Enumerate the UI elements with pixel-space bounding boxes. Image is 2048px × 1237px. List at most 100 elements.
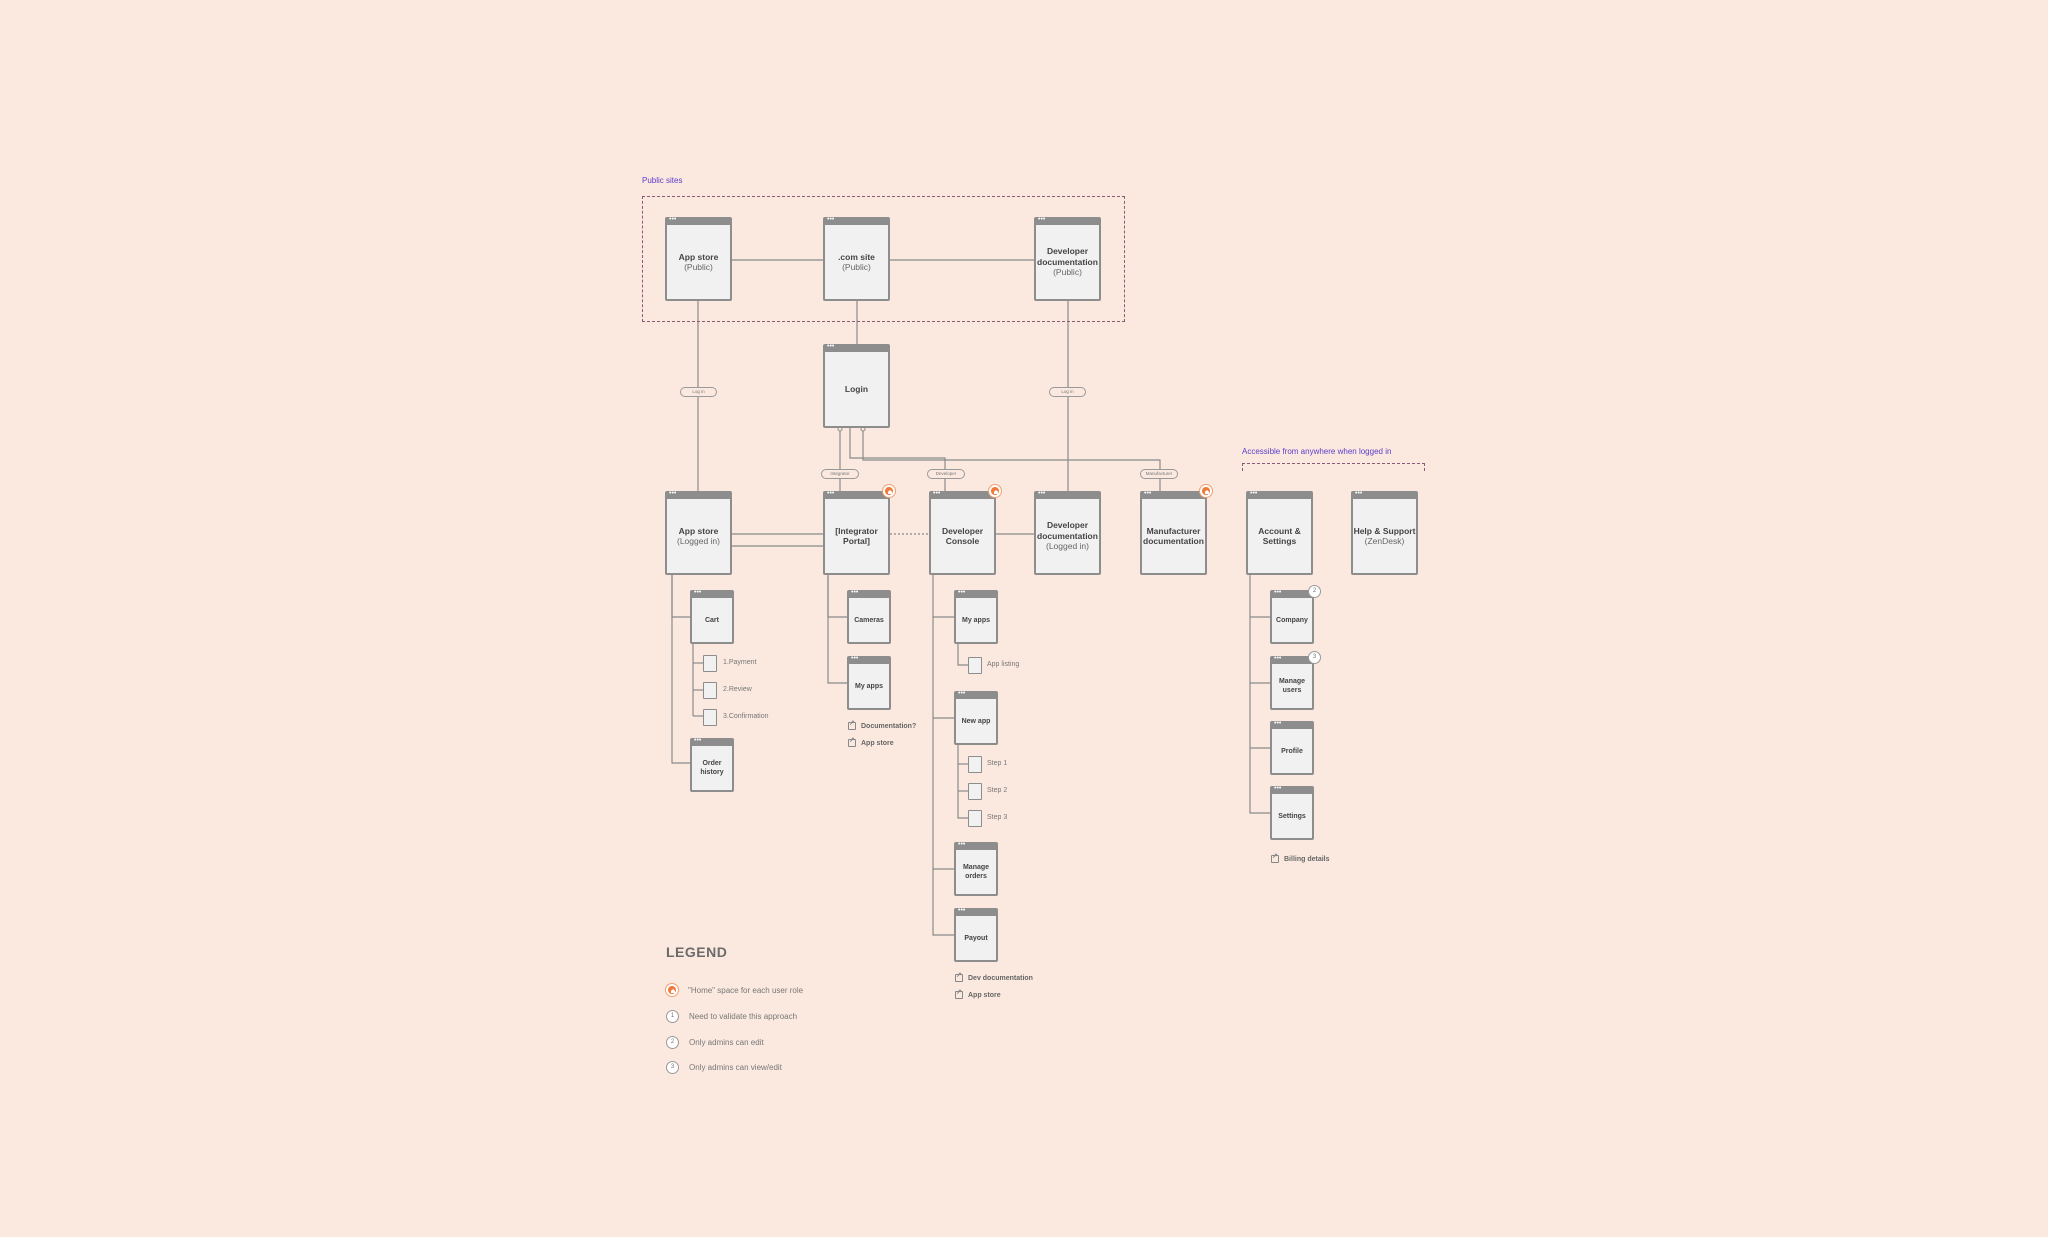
page-manage-orders[interactable]: Manage orders bbox=[954, 840, 998, 896]
page-dev-my-apps[interactable]: My apps bbox=[954, 588, 998, 644]
subpage-icon bbox=[703, 655, 717, 672]
legend-row-validate: 1 Need to validate this approach bbox=[666, 1010, 797, 1023]
page-cart[interactable]: Cart bbox=[690, 588, 734, 644]
link-label: App store bbox=[861, 739, 894, 747]
legend-label: Only admins can view/edit bbox=[689, 1063, 782, 1072]
link-billing-details[interactable]: Billing details bbox=[1271, 852, 1330, 863]
page-title: Login bbox=[844, 383, 869, 394]
home-icon bbox=[666, 984, 678, 996]
badge-admin-view-edit: 3 bbox=[1308, 651, 1321, 664]
page-title: Manage users bbox=[1278, 678, 1306, 694]
page-manufacturer-docs[interactable]: Manufacturer documentation bbox=[1140, 489, 1207, 575]
integrator-pill: Integrator bbox=[821, 469, 859, 479]
page-new-app[interactable]: New app bbox=[954, 689, 998, 745]
subpage-step-2[interactable]: Step 2 bbox=[987, 787, 1008, 794]
badge-admin-edit: 2 bbox=[1308, 585, 1321, 598]
page-manage-users[interactable]: Manage users bbox=[1270, 654, 1314, 710]
page-cameras[interactable]: Cameras bbox=[847, 588, 891, 644]
page-company[interactable]: Company bbox=[1270, 588, 1314, 644]
page-integrator-portal[interactable]: [Integrator Portal] bbox=[823, 489, 890, 575]
legend-row-home: "Home" space for each user role bbox=[666, 984, 803, 996]
public-sites-region bbox=[642, 196, 1125, 322]
page-help-support[interactable]: Help & Support(ZenDesk) bbox=[1351, 489, 1418, 575]
logged-in-region bbox=[1242, 463, 1425, 471]
page-developer-console[interactable]: Developer Console bbox=[929, 489, 996, 575]
page-title: Payout bbox=[964, 934, 988, 942]
legend-label: "Home" space for each user role bbox=[688, 985, 804, 995]
page-title: [Integrator Portal] bbox=[835, 525, 878, 547]
external-link-icon bbox=[848, 719, 856, 730]
subpage-confirmation[interactable]: 3.Confirmation bbox=[723, 713, 769, 720]
page-payout[interactable]: Payout bbox=[954, 906, 998, 962]
page-title: Cameras bbox=[854, 616, 884, 624]
login-pill-right: Log in bbox=[1049, 387, 1086, 397]
page-settings[interactable]: Settings bbox=[1270, 784, 1314, 840]
logged-in-region-title: Accessible from anywhere when logged in bbox=[1242, 447, 1392, 456]
page-profile[interactable]: Profile bbox=[1270, 719, 1314, 775]
page-title: Cart bbox=[704, 616, 719, 624]
link-documentation[interactable]: Documentation? bbox=[848, 719, 916, 730]
page-title: Manage orders bbox=[962, 864, 990, 880]
home-icon bbox=[989, 485, 1001, 497]
page-com-site[interactable]: .com site(Public) bbox=[823, 215, 890, 301]
legend-title: LEGEND bbox=[666, 944, 728, 960]
subpage-step-3[interactable]: Step 3 bbox=[987, 814, 1008, 821]
link-label: Dev documentation bbox=[968, 974, 1033, 982]
external-link-icon bbox=[955, 988, 963, 999]
external-link-icon bbox=[1271, 852, 1279, 863]
page-title: Order history bbox=[700, 760, 724, 776]
page-integrator-my-apps[interactable]: My apps bbox=[847, 654, 891, 710]
link-dev-app-store[interactable]: App store bbox=[955, 988, 1001, 999]
page-title: Help & Support bbox=[1353, 525, 1416, 536]
page-title: Profile bbox=[1281, 747, 1303, 755]
external-link-icon bbox=[955, 971, 963, 982]
home-icon bbox=[883, 485, 895, 497]
page-account-settings[interactable]: Account & Settings bbox=[1246, 489, 1313, 575]
link-integrator-app-store[interactable]: App store bbox=[848, 736, 894, 747]
page-subtitle: (Logged in) bbox=[676, 536, 720, 546]
page-subtitle: (Public) bbox=[1053, 267, 1082, 278]
public-sites-region-title: Public sites bbox=[642, 176, 683, 185]
page-subtitle: (ZenDesk) bbox=[1364, 536, 1405, 546]
subpage-icon bbox=[968, 756, 982, 773]
page-title: Company bbox=[1276, 616, 1308, 624]
page-title: Settings bbox=[1278, 812, 1306, 820]
subpage-icon bbox=[968, 657, 982, 674]
page-title: My apps bbox=[854, 682, 883, 690]
external-link-icon bbox=[848, 736, 856, 747]
page-app-store-public[interactable]: App store(Public) bbox=[665, 215, 732, 301]
legend-number: 2 bbox=[666, 1036, 679, 1049]
developer-pill: Developer bbox=[927, 469, 965, 479]
home-icon bbox=[1200, 485, 1212, 497]
page-title: Account & Settings bbox=[1258, 525, 1301, 547]
page-developer-docs-logged-in[interactable]: Developer documentation(Logged in) bbox=[1034, 489, 1101, 575]
subpage-icon bbox=[703, 709, 717, 726]
page-subtitle: (Logged in) bbox=[1045, 541, 1089, 552]
page-title: Developer Console bbox=[941, 525, 984, 547]
link-dev-documentation[interactable]: Dev documentation bbox=[955, 971, 1033, 982]
legend-label: Need to validate this approach bbox=[689, 1012, 798, 1021]
page-login[interactable]: Login bbox=[823, 342, 890, 428]
subpage-icon bbox=[968, 810, 982, 827]
page-title: My apps bbox=[961, 616, 990, 624]
legend-number: 1 bbox=[666, 1010, 679, 1023]
page-title: Developer documentation bbox=[1037, 520, 1098, 541]
subpage-icon bbox=[968, 783, 982, 800]
page-developer-docs-public[interactable]: Developer documentation(Public) bbox=[1034, 215, 1101, 301]
link-label: Billing details bbox=[1284, 855, 1330, 863]
page-title: App store bbox=[678, 251, 719, 262]
page-title: Manufacturer documentation bbox=[1143, 525, 1204, 547]
page-title: New app bbox=[961, 717, 991, 725]
subpage-step-1[interactable]: Step 1 bbox=[987, 760, 1008, 767]
link-label: App store bbox=[968, 991, 1001, 999]
page-app-store-logged-in[interactable]: App store(Logged in) bbox=[665, 489, 732, 575]
page-subtitle: (Public) bbox=[842, 262, 871, 272]
subpage-review[interactable]: 2.Review bbox=[723, 686, 752, 693]
subpage-payment[interactable]: 1.Payment bbox=[723, 659, 757, 666]
page-order-history[interactable]: Order history bbox=[690, 736, 734, 792]
subpage-app-listing[interactable]: App listing bbox=[987, 661, 1020, 668]
